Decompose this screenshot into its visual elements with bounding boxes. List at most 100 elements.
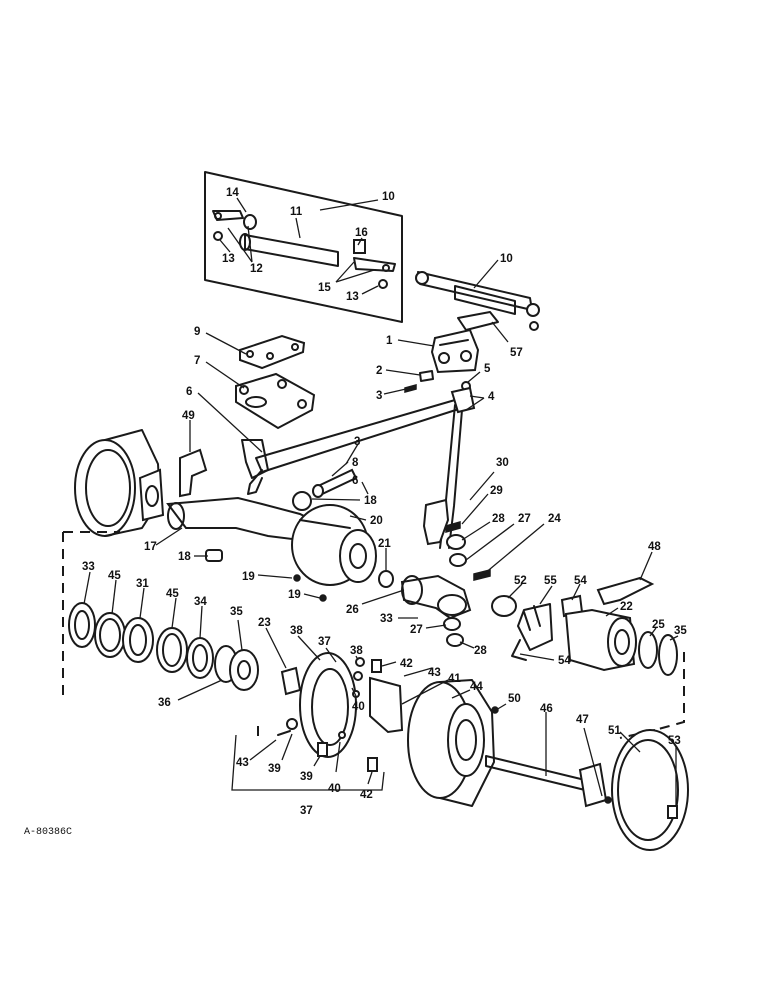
- callout-50: 50: [495, 693, 521, 711]
- callout-10-b: 10: [473, 253, 513, 289]
- callout-41: 41: [401, 673, 461, 705]
- svg-text:11: 11: [290, 206, 303, 218]
- svg-text:4: 4: [488, 391, 495, 403]
- callout-4: 4: [465, 391, 495, 411]
- callout-26: 26: [346, 589, 405, 616]
- callout-12: 12: [227, 225, 263, 275]
- svg-text:35: 35: [230, 606, 243, 618]
- callout-54-b: 54: [519, 653, 571, 667]
- clamp-right: [353, 239, 366, 254]
- svg-text:10: 10: [500, 253, 513, 265]
- callout-39-a: 38: [290, 625, 321, 661]
- tie-rod-tube: [244, 234, 339, 267]
- callout-55: 55: [539, 575, 557, 605]
- callout-38-a: 38: [350, 645, 363, 661]
- callout-17: 17: [144, 527, 183, 553]
- callout-layer: 10 14 11 16 12 13 15 13 10 57 1 2 3 5 4 …: [82, 187, 687, 817]
- plate-9: [239, 334, 306, 370]
- svg-text:53: 53: [668, 735, 681, 747]
- bearing-stack-left: [68, 602, 259, 691]
- svg-text:13: 13: [346, 291, 359, 303]
- svg-text:45: 45: [166, 588, 179, 600]
- callout-30: 30: [469, 457, 509, 501]
- callout-53: 52: [507, 575, 527, 599]
- callout-45-a: 45: [108, 570, 121, 615]
- callout-44: 44: [451, 681, 483, 699]
- svg-text:36: 36: [158, 697, 171, 709]
- svg-text:45: 45: [108, 570, 121, 582]
- svg-text:15: 15: [318, 282, 331, 294]
- svg-text:3: 3: [376, 390, 382, 402]
- callout-18-b: 18: [178, 551, 208, 563]
- callout-8: 8: [331, 457, 359, 477]
- tie-rod-end-right: [353, 257, 396, 272]
- svg-text:17: 17: [144, 541, 157, 553]
- svg-text:12: 12: [250, 263, 263, 275]
- svg-text:13: 13: [222, 253, 235, 265]
- svg-text:43: 43: [428, 667, 441, 679]
- callout-49: 49: [182, 410, 195, 452]
- callout-22: 22: [605, 601, 633, 617]
- mounting-plates: [235, 334, 316, 430]
- callout-42-b: 42: [360, 771, 373, 801]
- svg-text:3: 3: [354, 436, 360, 448]
- callout-3-a: 3: [376, 388, 407, 402]
- callout-28-b: 28: [459, 641, 487, 657]
- svg-text:39: 39: [300, 771, 313, 783]
- svg-text:57: 57: [510, 347, 523, 359]
- callout-39-b: 39: [300, 755, 321, 783]
- svg-text:40: 40: [352, 701, 365, 713]
- svg-text:35: 35: [674, 625, 687, 637]
- callout-52: 53: [668, 735, 681, 806]
- svg-text:37: 37: [318, 636, 331, 648]
- svg-text:46: 46: [540, 703, 553, 715]
- svg-text:51: 51: [608, 725, 621, 737]
- callout-9: 9: [194, 326, 247, 355]
- callout-19-a: 19: [242, 571, 293, 583]
- svg-text:38: 38: [350, 645, 363, 657]
- svg-text:19: 19: [288, 589, 301, 601]
- right-wheel-drum: [407, 679, 499, 807]
- svg-text:42: 42: [360, 789, 373, 801]
- callout-11: 11: [290, 206, 303, 239]
- svg-text:27: 27: [518, 513, 531, 525]
- callout-35-b: 36: [158, 679, 223, 709]
- svg-text:14: 14: [226, 187, 239, 199]
- callout-33-b: 34: [194, 596, 207, 639]
- svg-text:6: 6: [186, 386, 192, 398]
- callout-43-a: 43: [403, 667, 441, 679]
- callout-18-a: 18: [311, 495, 377, 507]
- callout-42-a: 42: [381, 658, 413, 670]
- callout-38-b: 39: [268, 733, 293, 775]
- callout-51: 51: [608, 725, 641, 753]
- callout-10-a: 10: [319, 191, 395, 211]
- svg-text:26: 26: [346, 604, 359, 616]
- svg-text:1: 1: [386, 335, 393, 347]
- svg-text:54: 54: [574, 575, 587, 587]
- callout-1: 1: [386, 335, 435, 347]
- callout-24: 25: [649, 619, 665, 637]
- svg-text:16: 16: [355, 227, 368, 239]
- svg-text:38: 38: [290, 625, 303, 637]
- callout-19-b: 19: [288, 589, 321, 601]
- svg-text:54: 54: [558, 655, 571, 667]
- svg-text:18: 18: [364, 495, 377, 507]
- svg-text:40: 40: [328, 783, 341, 795]
- callout-23: 24: [483, 513, 561, 575]
- svg-text:33: 33: [82, 561, 95, 573]
- svg-text:6: 6: [352, 475, 358, 487]
- svg-text:23: 23: [258, 617, 271, 629]
- tie-rod-assembly: [415, 271, 540, 331]
- svg-text:21: 21: [378, 538, 391, 550]
- svg-text:19: 19: [242, 571, 255, 583]
- svg-text:2: 2: [376, 365, 382, 377]
- callout-25: 23: [258, 617, 287, 669]
- callout-57: 57: [491, 321, 523, 359]
- svg-text:55: 55: [544, 575, 557, 587]
- svg-text:47: 47: [576, 714, 589, 726]
- callout-16: 16: [355, 227, 368, 246]
- svg-text:37: 37: [300, 805, 313, 817]
- planet-carrier: [277, 652, 404, 772]
- callout-6-b: 6: [352, 475, 369, 495]
- svg-text:24: 24: [548, 513, 561, 525]
